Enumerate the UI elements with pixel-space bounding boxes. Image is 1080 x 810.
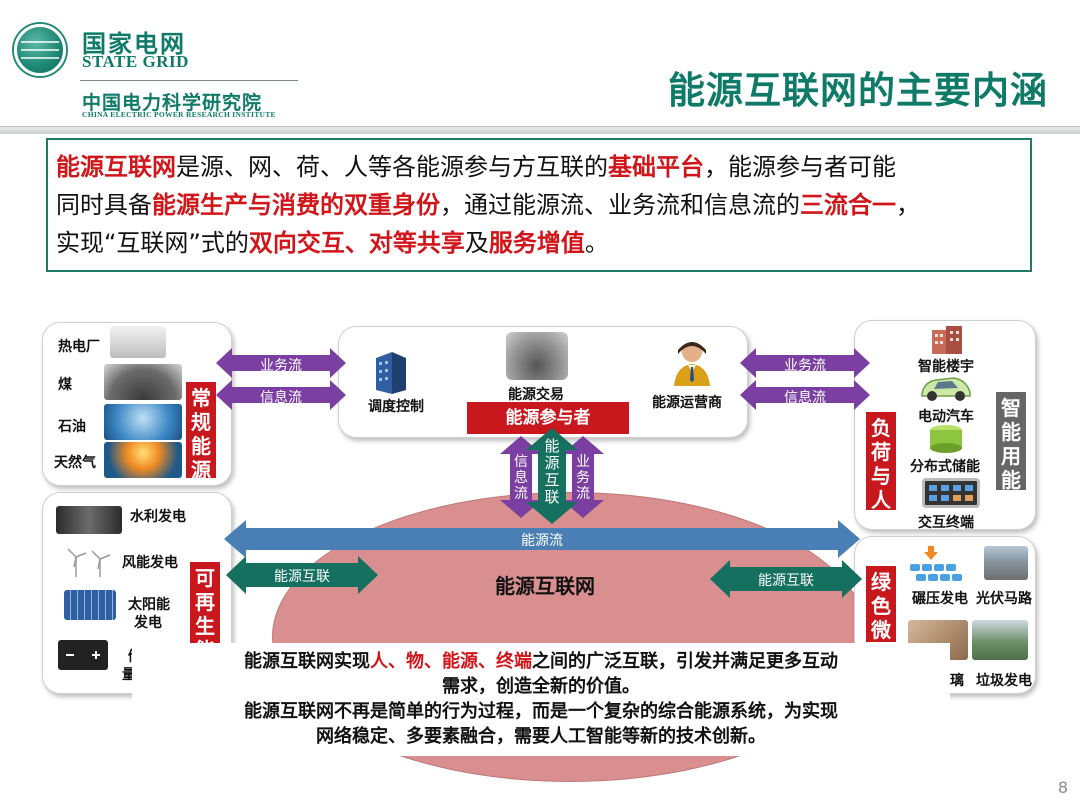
operator-person-icon: [674, 342, 710, 386]
waste-power-label: 垃圾发电: [976, 673, 1032, 689]
glass-label: 璃: [950, 673, 964, 689]
energy-interconnect-label-right: 能源互联: [758, 573, 814, 589]
energy-interconnect-arrow-left: [226, 556, 378, 594]
smart-building-icon: [932, 326, 962, 354]
renewable-energy-label: 可再生能: [190, 562, 220, 644]
oil-label: 石油: [58, 419, 86, 435]
green-micro-energy-label: 绿色微能: [866, 566, 896, 642]
dispatch-control-label: 调度控制: [368, 399, 424, 415]
page-number: 8: [1057, 778, 1068, 797]
intro-line-1: 能源互联网是源、网、荷、人等各能源参与方互联的基础平台，能源参与者可能: [56, 148, 1020, 186]
logo-divider: [80, 80, 298, 81]
header-band: [0, 126, 1080, 134]
vertical-energy-interconnect-arrow: [526, 428, 578, 524]
smart-energy-use-label: 智能用能: [996, 392, 1026, 492]
battery-icon: [58, 637, 108, 670]
summary-line-3: 能源互联网不再是简单的行为过程，而是一个复杂的综合能源系统，为实现: [244, 701, 838, 722]
electric-car-icon: [921, 377, 971, 401]
load-and-people-label: 负荷与人: [866, 412, 896, 512]
info-flow-label-left: 信息流: [260, 390, 302, 406]
intro-l1-s0: 能源互联网: [56, 153, 176, 181]
vertical-info-flow-arrow: [500, 436, 542, 518]
interactive-terminal-label: 交互终端: [918, 515, 974, 531]
gas-label: 天然气: [54, 455, 96, 471]
electric-car-label: 电动汽车: [918, 409, 974, 425]
waste-power-icon: [972, 620, 1028, 660]
distributed-storage-label: 分布式储能: [910, 459, 980, 475]
energy-interconnect-label-left: 能源互联: [274, 569, 330, 585]
hydro-label: 水利发电: [130, 509, 186, 525]
solar-panel-icon: [64, 590, 116, 620]
conventional-energy-label: 常规能源: [186, 382, 216, 482]
energy-operator-label: 能源运营商: [652, 395, 722, 411]
trading-room-icon: [506, 332, 568, 380]
summary-line-2: 需求，创造全新的价值。: [442, 676, 640, 697]
intro-l3-s0: 实现“互联网”式的: [56, 229, 249, 257]
intro-line-2: 同时具备能源生产与消费的双重身份，通过能源流、业务流和信息流的三流合一，: [56, 186, 1020, 224]
roller-power-icon: [910, 546, 962, 581]
pv-road-icon: [984, 546, 1028, 580]
intro-l3-s3: 服务增值: [488, 229, 585, 257]
institute-en-text: CHINA ELECTRIC POWER RESEARCH INSTITUTE: [82, 110, 276, 119]
wind-turbine-icon: [62, 545, 118, 577]
business-flow-arrow-left: [216, 348, 346, 378]
intro-l2-s2: ，通过能源流、业务流和信息流的: [440, 191, 800, 219]
business-flow-arrow-right: [740, 348, 870, 378]
coal-icon: [104, 364, 182, 400]
intro-l1-s1: 是源、网、荷、人等各能源参与方互联的: [176, 153, 608, 181]
info-flow-arrow-left: [216, 380, 346, 410]
page-title: 能源互联网的主要内涵: [668, 69, 1048, 112]
dispatch-building-icon: [376, 352, 406, 394]
natural-gas-icon: [104, 442, 182, 478]
intro-l3-s1: 双向交互、对等共享: [248, 229, 465, 257]
intro-l3-s4: 。: [584, 229, 609, 257]
info-flow-label-right: 信息流: [784, 390, 826, 406]
thermal-plant-icon: [110, 326, 166, 358]
energy-interconnect-arrow-right: [710, 560, 862, 598]
pv-road-label: 光伏马路: [976, 591, 1032, 607]
intro-l1-s2: 基础平台: [608, 153, 704, 181]
energy-flow-label: 能源流: [521, 533, 563, 549]
summary-l1-s1: 人、物、能源、终端: [370, 651, 532, 672]
logo-en-text: STATE GRID: [82, 52, 189, 71]
intro-line-3: 实现“互联网”式的双向交互、对等共享及服务增值。: [56, 224, 1020, 262]
intro-l2-s1: 能源生产与消费的双重身份: [152, 191, 440, 219]
wind-label: 风能发电: [122, 555, 178, 571]
intro-l2-s3: 三流合一: [800, 191, 896, 219]
summary-box: 能源互联网实现人、物、能源、终端之间的广泛互联，引发并满足更多互动 需求，创造全…: [132, 643, 950, 756]
smart-building-label: 智能楼宇: [918, 359, 974, 375]
solar-label-1: 太阳能: [128, 597, 170, 613]
coal-label: 煤: [58, 377, 72, 393]
summary-l1-s2: 之间的广泛互联，引发并满足更多互动: [532, 651, 838, 672]
intro-l2-s0: 同时具备: [56, 191, 152, 219]
business-flow-label-left: 业务流: [260, 358, 302, 374]
hydro-icon: [56, 506, 122, 534]
summary-line-1: 能源互联网实现人、物、能源、终端之间的广泛互联，引发并满足更多互动: [132, 649, 950, 674]
business-flow-label-right: 业务流: [784, 358, 826, 374]
state-grid-logo-icon: [14, 24, 66, 76]
solar-label-2: 发电: [134, 615, 162, 631]
interactive-terminal-icon: [922, 478, 980, 508]
vertical-business-flow-label: 业务流: [576, 454, 590, 502]
energy-internet-center-label: 能源互联网: [495, 574, 595, 598]
thermal-plant-label: 热电厂: [58, 339, 100, 355]
storage-battery-icon: [930, 425, 962, 453]
institute-cn-text: 中国电力科学研究院: [82, 92, 263, 114]
oil-rig-icon: [104, 404, 182, 440]
vertical-energy-interconnect-label: 能源互联: [544, 437, 560, 506]
vertical-info-flow-label: 信息流: [514, 454, 528, 502]
roller-power-label: 碾压发电: [912, 591, 968, 607]
logo-cn-text: 国家电网: [82, 30, 186, 58]
intro-box: 能源互联网是源、网、荷、人等各能源参与方互联的基础平台，能源参与者可能 同时具备…: [46, 138, 1032, 272]
energy-trading-label: 能源交易: [508, 387, 564, 403]
energy-flow-arrow: [224, 520, 860, 558]
summary-line-4: 网络稳定、多要素融合，需要人工智能等新的技术创新。: [316, 726, 766, 747]
vertical-business-flow-arrow: [562, 436, 604, 518]
intro-l3-s2: 及: [464, 229, 489, 257]
intro-l1-s3: ，能源参与者可能: [704, 153, 896, 181]
info-flow-arrow-right: [740, 380, 870, 410]
summary-l1-s0: 能源互联网实现: [244, 651, 370, 672]
intro-l2-s4: ，: [896, 191, 920, 219]
energy-participants-bar: 能源参与者: [467, 402, 629, 434]
